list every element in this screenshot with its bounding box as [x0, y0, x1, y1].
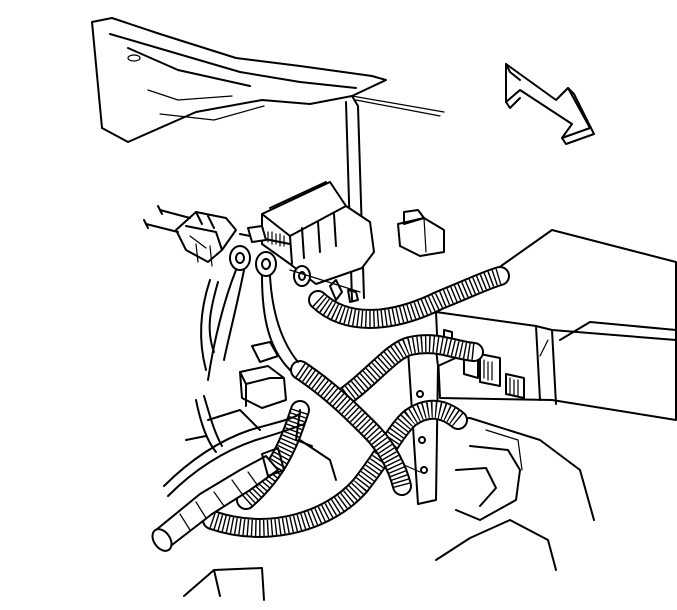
screw-left-lower — [143, 219, 179, 233]
lower-left-cables — [163, 395, 305, 497]
lower-right-structure — [435, 417, 595, 571]
wire-bundle — [200, 269, 299, 381]
washer — [293, 265, 311, 287]
lock-washer — [329, 279, 359, 303]
ring-terminal-1 — [229, 245, 251, 271]
connector-assembly — [175, 211, 237, 267]
harness-conduit-curl — [236, 400, 310, 510]
harness-conduit-lower — [202, 399, 468, 538]
ring-terminal-2 — [255, 251, 277, 277]
harness-clip — [397, 209, 445, 257]
mounting-bracket-block — [261, 181, 375, 285]
harness-conduit-main — [330, 334, 484, 410]
harness-conduit-upper — [308, 266, 510, 329]
fastener-axis-line — [289, 269, 361, 293]
harness-connector — [239, 341, 287, 409]
taped-cable-end — [151, 447, 285, 552]
screw-left-upper — [157, 205, 191, 219]
relay-box — [435, 229, 677, 421]
harness-conduit-left — [290, 360, 412, 496]
lower-frame — [183, 409, 337, 601]
arrow-icon — [505, 63, 595, 145]
upper-body-panel — [91, 17, 445, 143]
ground-bolt — [239, 225, 291, 247]
